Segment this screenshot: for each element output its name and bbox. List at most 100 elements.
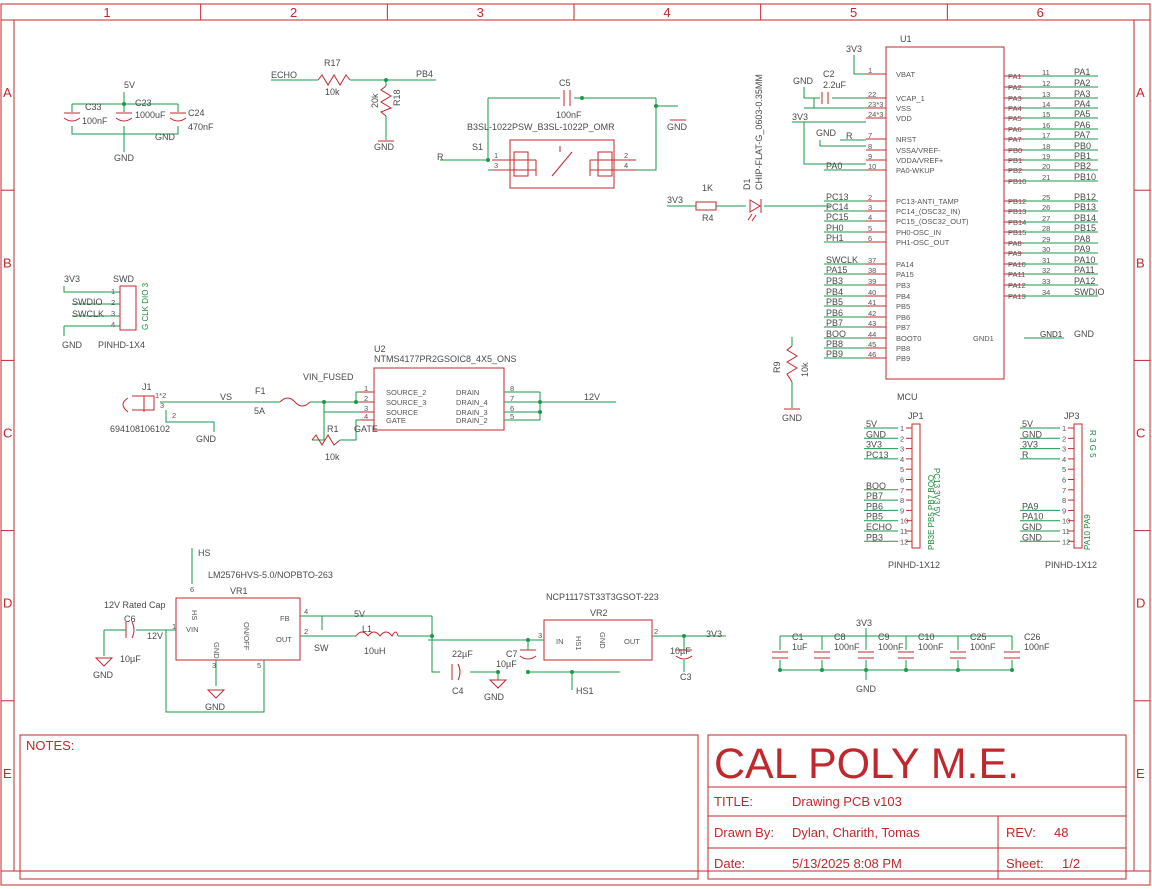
mcu-pin-name: VBAT <box>896 70 915 79</box>
header-pin-number: 12 <box>900 537 908 546</box>
mcu-pin-number: 34 <box>1042 288 1050 297</box>
u2-pin-name: DRAIN_2 <box>456 416 488 425</box>
mcu-vbat-net: 3V3 <box>846 44 862 54</box>
header-pin-number: 2 <box>1062 434 1066 443</box>
mcu-pin-number: 43 <box>868 319 876 328</box>
header-pin-number: 4 <box>900 455 904 464</box>
hs-net: HS <box>198 548 211 558</box>
junction <box>1010 668 1014 672</box>
gnd-symbol <box>206 689 226 699</box>
power-input-wires <box>160 391 616 441</box>
mcu-gnd-net: GND <box>793 76 814 86</box>
column-label: 6 <box>1037 5 1044 20</box>
c7-gnd: GND <box>484 692 505 702</box>
drawn-label: Drawn By: <box>714 825 774 840</box>
mcu-net-label: SWCLK <box>826 255 858 265</box>
mcu-net-label: PB14 <box>1074 213 1096 223</box>
vr2-hs1: HS1 <box>574 636 583 651</box>
row-label: D <box>3 596 12 611</box>
vr1-out: OUT <box>276 635 292 644</box>
r17-value: 10k <box>325 87 340 97</box>
header-pin-number: 4 <box>1062 455 1066 464</box>
mcu-pin-number: 26 <box>1042 203 1050 212</box>
decoup-cap-value: 100nF <box>970 642 996 652</box>
mcu-net-label: PB6 <box>826 308 843 318</box>
header-net-label: PB3 <box>866 532 883 542</box>
r4-value: 1K <box>702 183 713 193</box>
mcu-pin-name: PB2 <box>1008 166 1022 175</box>
u2-pin-name: DRAIN_4 <box>456 398 488 407</box>
jp3-vert-bottom: PA10 PA9 <box>1083 514 1092 550</box>
header-net-label: PA9 <box>1022 501 1038 511</box>
c23-name: C23 <box>135 98 152 108</box>
u2-body <box>373 367 505 431</box>
d1-led-symbol <box>747 199 762 222</box>
r9-value: 10k <box>800 362 810 377</box>
s1-pin2: 2 <box>624 151 628 160</box>
junction <box>526 670 530 674</box>
decoup-cap-value: 1uF <box>792 642 808 652</box>
decoup-gnd: GND <box>856 684 877 694</box>
date-label: Date: <box>714 856 745 871</box>
l1-value: 10uH <box>364 646 386 656</box>
junction <box>538 400 542 404</box>
decoupling-caps-group: 3V3 C11uFC8100nFC9100nFC10100nFC25100nFC… <box>772 618 1050 694</box>
mcu-net-label: PB10 <box>1074 172 1096 182</box>
mcu-net-label: PA0 <box>826 161 842 171</box>
vr2-part: NCP1117ST33T3GSOT-223 <box>546 592 659 602</box>
org-name: CAL POLY M.E. <box>714 740 1019 788</box>
swd-pin4: 4 <box>111 320 115 329</box>
mcu-pin-number: 33 <box>1042 277 1050 286</box>
header-pin-number: 7 <box>900 486 904 495</box>
mcu-pin-name: PA15 <box>896 270 914 279</box>
vr2-ref: VR2 <box>590 608 608 618</box>
mcu-r-net: R <box>846 131 853 141</box>
vr1-onoff: ON/OFF <box>242 622 251 651</box>
r9-gnd: GND <box>782 413 803 423</box>
j1-pin-1: 1*2 <box>155 391 166 400</box>
jp1-name: JP1 <box>908 411 924 421</box>
vr2-out: OUT <box>624 637 640 646</box>
mcu-net-label: PA9 <box>1074 244 1090 254</box>
decoup-cap-value: 100nF <box>834 642 860 652</box>
mcu-pin-number: 30 <box>1042 245 1050 254</box>
header-net-label: GND <box>1022 429 1043 439</box>
mcu-pin-number: 8 <box>868 142 872 151</box>
vs-net: VS <box>220 392 232 402</box>
mcu-pin-number: 37 <box>868 256 876 265</box>
header-net-label: 3V3 <box>866 440 882 450</box>
ldo-group: NCP1117ST33T3GSOT-223 VR2 IN HS1 GND OUT… <box>528 592 722 696</box>
c2-value: 2.2uF <box>823 80 847 90</box>
vr2-pin2: 2 <box>654 627 658 636</box>
s1-internals <box>492 146 636 177</box>
mcu-pin-name: PB15 <box>1008 228 1026 237</box>
j1-pin-2: 2 <box>172 411 176 420</box>
s1-name: S1 <box>472 142 483 152</box>
mcu-pin-number: 19 <box>1042 152 1050 161</box>
mcu-pin-name: PA12 <box>1008 281 1026 290</box>
mcu-ref: U1 <box>900 34 912 44</box>
header-pin-number: 12 <box>1062 537 1070 546</box>
junction <box>820 668 824 672</box>
mcu-pin-number: 40 <box>868 288 876 297</box>
pb4-net-label: PB4 <box>416 69 433 79</box>
swd-pin-labels: G CLK DIO 3 <box>141 282 150 330</box>
mcu-pin-number: 6 <box>868 234 872 243</box>
jp3-part: PINHD-1X12 <box>1045 560 1097 570</box>
mcu-name: MCU <box>897 392 918 402</box>
mcu-pin-number: 24*3 <box>868 110 883 119</box>
mcu-pin-name: PB4 <box>896 292 910 301</box>
mcu-pin-name: PA7 <box>1008 135 1022 144</box>
mcu-pin-name: PB14 <box>1008 218 1026 227</box>
mcu-pin-name: PB3 <box>896 281 910 290</box>
title-label: TITLE: <box>714 794 753 809</box>
gnd-symbol <box>94 657 114 667</box>
mcu-pin-number: 15 <box>1042 110 1050 119</box>
header-net-label: R <box>1022 450 1029 460</box>
j1-name: J1 <box>142 382 152 392</box>
mcu-pin-name: PC13-ANTI_TAMP <box>896 197 959 206</box>
column-label: 1 <box>103 5 110 20</box>
